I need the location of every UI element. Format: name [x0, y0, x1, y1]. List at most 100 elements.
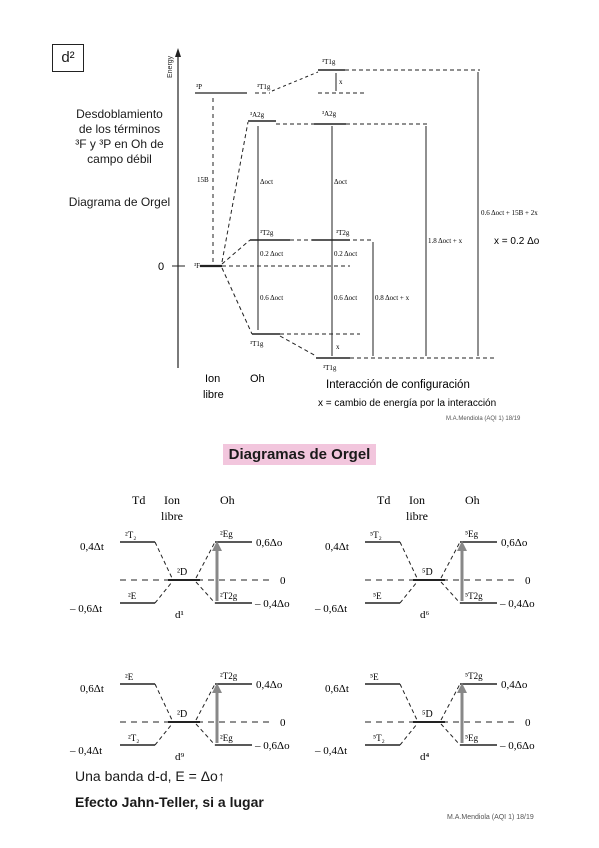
td-term-bottom: ⁵T₂ — [373, 733, 385, 743]
zero-label: 0 — [525, 575, 531, 587]
td-value-bottom: – 0,4Δt — [69, 745, 102, 757]
side-line-3: ³F y ³P en Oh de — [75, 137, 164, 151]
oh-value-top: 0,6Δo — [501, 537, 528, 549]
side-line-2: de los términos — [78, 122, 161, 136]
config-label: d⁶ — [420, 609, 430, 621]
slope-F-T1g-low — [221, 267, 253, 335]
connector-td-top — [399, 683, 418, 721]
slope-P-T1g — [271, 71, 319, 92]
side-description: Desdoblamiento de los términos ³F y ³P e… — [52, 107, 187, 167]
oh-term-bottom: ⁵T2g — [465, 591, 483, 601]
config-label: d⁹ — [175, 751, 185, 763]
top-footer: M.A.Mendiola (AQI 1) 18/19 — [446, 416, 521, 422]
connector-td-top — [154, 541, 173, 579]
connector-td-top — [154, 683, 173, 721]
td-term-top: ⁵E — [370, 672, 379, 682]
term-3T2g-left: ³T2g — [260, 229, 274, 237]
side-line-4: campo débil — [87, 152, 152, 166]
panel-oh-header: Oh — [465, 493, 480, 507]
term-3P: ³P — [196, 83, 202, 91]
label-doct-right: Δoct — [334, 178, 347, 186]
label-06-left: 0.6 Δoct — [260, 294, 283, 302]
oh-term-top: ²Eg — [220, 529, 233, 539]
oh-value-top: 0,4Δo — [501, 679, 528, 691]
x-label-low: x — [336, 343, 340, 351]
connector-oh-bottom — [440, 723, 461, 746]
td-value-bottom: – 0,6Δt — [69, 603, 102, 615]
label-02-right: 0.2 Δoct — [334, 250, 357, 258]
oh-term-top: ²T2g — [220, 671, 238, 681]
slope-F-A2g — [221, 121, 249, 263]
oh-label: Oh — [250, 373, 265, 385]
connector-td-bottom — [399, 723, 418, 746]
oh-term-top: ⁵Eg — [465, 529, 479, 539]
orgel-diagram-label: Diagrama de Orgel — [68, 195, 171, 209]
oh-value-bottom: – 0,4Δo — [499, 598, 535, 610]
heading-text: Diagramas de Orgel — [222, 444, 377, 465]
free-ion-term: ⁵D — [422, 567, 433, 578]
label-08: 0.8 Δoct + x — [375, 294, 410, 302]
panel-ion-header: Ion — [409, 493, 425, 507]
panel-libre-header: libre — [161, 509, 183, 523]
energy-axis-label: Energy — [167, 55, 174, 78]
x-definition: x = cambio de energía por la interacción — [318, 398, 496, 409]
oh-term-bottom: ²Eg — [220, 733, 233, 743]
td-value-top: 0,6Δt — [80, 683, 104, 695]
term-3T1g-low-left: ³T1g — [250, 340, 264, 348]
bottom-line-1: Una banda d-d, E = Δo↑ — [75, 768, 225, 784]
term-3A2g-right: ³A2g — [322, 110, 337, 118]
td-value-bottom: – 0,4Δt — [314, 745, 347, 757]
term-3A2g-left: ³A2g — [250, 111, 265, 119]
label-06-right: 0.6 Δoct — [334, 294, 357, 302]
td-term-bottom: ⁵E — [373, 591, 382, 601]
interaction-label: Interacción de configuración — [326, 379, 470, 391]
free-ion-term: ²D — [177, 709, 187, 720]
td-value-top: 0,6Δt — [325, 683, 349, 695]
panel-td-header: Td — [377, 493, 390, 507]
oh-term-top: ⁵T2g — [465, 671, 483, 681]
zero-label: 0 — [280, 575, 286, 587]
zero-label: 0 — [280, 717, 286, 729]
oh-value-top: 0,6Δo — [256, 537, 283, 549]
td-term-bottom: ²E — [128, 591, 137, 601]
ion-libre-2: libre — [203, 389, 224, 401]
energy-axis-arrow — [175, 48, 181, 57]
td-term-top: ²E — [125, 672, 134, 682]
term-3F: ³F — [194, 262, 200, 270]
heading: Diagramas de Orgel — [0, 444, 599, 465]
connector-td-bottom — [399, 581, 418, 604]
x-label-top: x — [339, 78, 343, 86]
side-line-1: Desdoblamiento — [76, 107, 163, 121]
oh-term-bottom: ²T2g — [220, 591, 238, 601]
connector-td-top — [399, 541, 418, 579]
td-term-top: ²T₂ — [125, 530, 136, 540]
label-02-left: 0.2 Δoct — [260, 250, 283, 258]
bottom-line-2: Efecto Jahn-Teller, si a lugar — [75, 794, 264, 810]
connector-td-bottom — [154, 581, 173, 604]
td-term-top: ⁵T₂ — [370, 530, 382, 540]
connector-oh-bottom — [195, 581, 216, 604]
td-value-top: 0,4Δt — [80, 541, 104, 553]
connector-oh-top — [195, 683, 216, 721]
transition-arrowhead — [457, 683, 467, 693]
free-ion-term: ⁵D — [422, 709, 433, 720]
panel-ion-header: Ion — [164, 493, 180, 507]
label-15B: 15B — [197, 176, 209, 184]
connector-oh-top — [440, 541, 461, 579]
d2-label-box: d² — [52, 44, 84, 72]
zero-label: 0 — [525, 717, 531, 729]
label-doct-left: Δoct — [260, 178, 273, 186]
oh-value-bottom: – 0,4Δo — [254, 598, 290, 610]
term-3T1g-top-left: ³T1g — [257, 83, 271, 91]
connector-oh-top — [195, 541, 216, 579]
oh-term-bottom: ⁵Eg — [465, 733, 479, 743]
td-value-bottom: – 0,6Δt — [314, 603, 347, 615]
oh-value-bottom: – 0,6Δo — [254, 740, 290, 752]
config-label: d⁴ — [420, 751, 430, 763]
transition-arrowhead — [212, 541, 222, 551]
label-06b: 0.6 Δoct + 15B + 2x — [481, 209, 538, 217]
panel-td-header: Td — [132, 493, 145, 507]
panel-libre-header: libre — [406, 509, 428, 523]
